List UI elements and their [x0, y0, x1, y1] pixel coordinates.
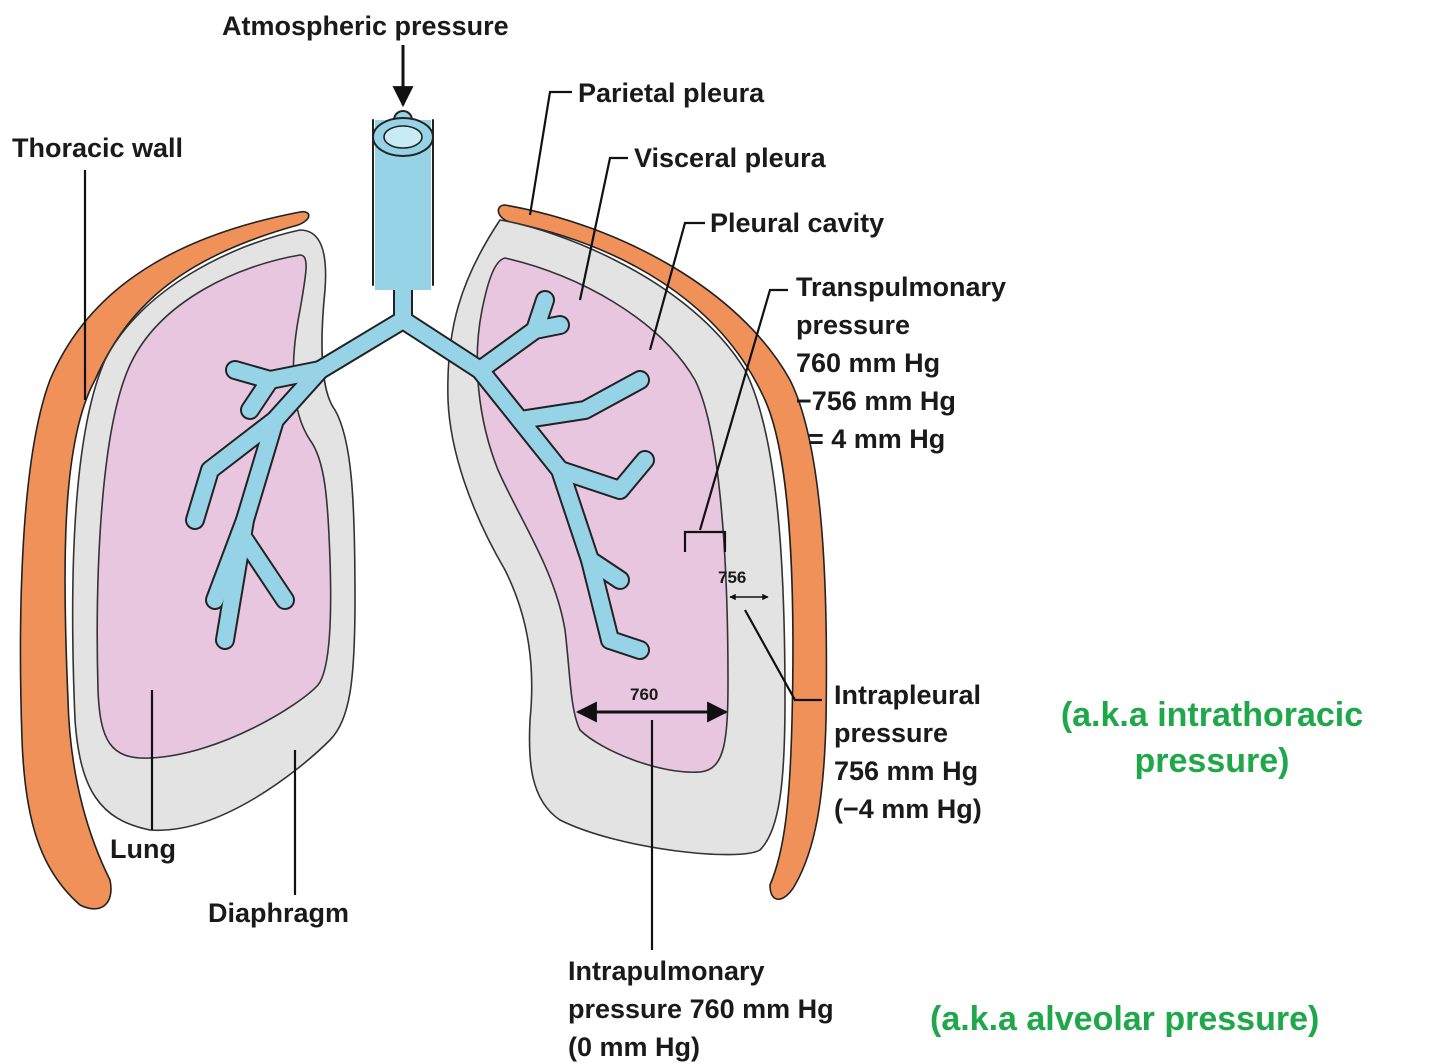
label-intrapleural-pressure: Intrapleural pressure 756 mm Hg (−4 mm H… — [834, 680, 982, 824]
label-intrapulmonary-pressure: Intrapulmonary pressure 760 mm Hg (0 mm … — [568, 956, 834, 1062]
transpulmonary-line: = 4 mm Hg — [808, 424, 945, 454]
note-intrathoracic-line: (a.k.a intrathoracic — [1061, 696, 1363, 734]
transpulmonary-line: 760 mm Hg — [796, 348, 940, 378]
intrapulmonary-line: pressure 760 mm Hg — [568, 994, 834, 1024]
label-thoracic-wall: Thoracic wall — [12, 133, 183, 163]
note-intrathoracic-line: pressure) — [1135, 742, 1290, 780]
label-transpulmonary-pressure: Transpulmonary pressure 760 mm Hg −756 m… — [796, 272, 1006, 454]
intrapleural-line: 756 mm Hg — [834, 756, 978, 786]
value-756: 756 — [718, 568, 746, 587]
label-diaphragm: Diaphragm — [208, 898, 349, 928]
intrapulmonary-line: (0 mm Hg) — [568, 1032, 700, 1062]
intrapleural-line: pressure — [834, 718, 948, 748]
note-alveolar: (a.k.a alveolar pressure) — [930, 1000, 1319, 1038]
label-pleural-cavity: Pleural cavity — [710, 208, 884, 238]
label-lung: Lung — [110, 834, 176, 864]
transpulmonary-line: pressure — [796, 310, 910, 340]
intrapleural-line: Intrapleural — [834, 680, 981, 710]
label-parietal-pleura: Parietal pleura — [578, 78, 765, 108]
transpulmonary-line: −756 mm Hg — [796, 386, 956, 416]
label-atmospheric-pressure: Atmospheric pressure — [222, 11, 509, 41]
label-visceral-pleura: Visceral pleura — [634, 143, 827, 173]
transpulmonary-line: Transpulmonary — [796, 272, 1006, 302]
note-intrathoracic: (a.k.a intrathoracic pressure) — [1061, 696, 1363, 780]
intrapulmonary-line: Intrapulmonary — [568, 956, 765, 986]
value-760: 760 — [630, 685, 658, 704]
intrapleural-line: (−4 mm Hg) — [834, 794, 982, 824]
